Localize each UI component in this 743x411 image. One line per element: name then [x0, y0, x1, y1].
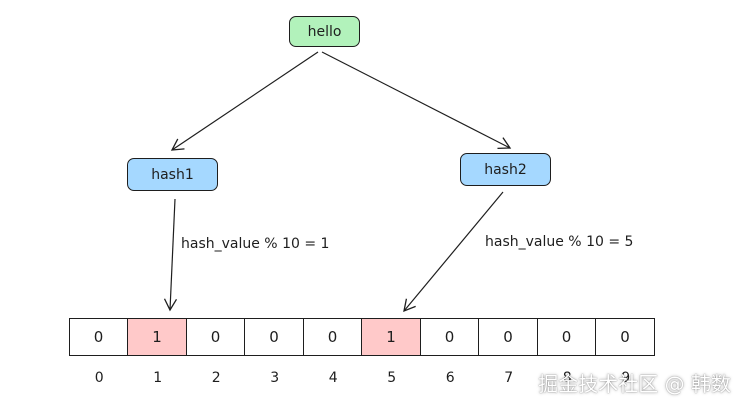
bit-cell-7: 0 — [478, 318, 538, 356]
node-hash2: hash2 — [460, 153, 551, 186]
watermark: 掘金技术社区 @ 韩数 — [538, 372, 731, 396]
arrow-hash1-to-cell1 — [163, 198, 178, 312]
index-label-7: 7 — [504, 370, 514, 386]
arrow-hello-to-hash2 — [321, 51, 512, 149]
bit-cell-6: 0 — [419, 318, 480, 356]
bit-cell-3: 0 — [244, 318, 304, 356]
index-label-5: 5 — [387, 370, 397, 386]
node-hash2-label: hash2 — [484, 161, 527, 178]
bit-cell-1: 1 — [127, 318, 187, 356]
node-hello-label: hello — [307, 23, 342, 40]
bit-cell-9: 0 — [595, 318, 655, 356]
hash1-mod-label: hash_value % 10 = 1 — [181, 236, 330, 252]
bit-cell-8: 0 — [536, 318, 597, 356]
bit-cell-0: 0 — [68, 318, 129, 356]
arrow-hash2-to-cell5 — [403, 191, 504, 313]
node-hello: hello — [289, 16, 360, 47]
index-row: 0 1 2 3 4 5 6 7 8 9 — [70, 370, 655, 386]
node-hash1-label: hash1 — [151, 166, 194, 183]
index-label-9: 9 — [621, 370, 631, 386]
index-label-3: 3 — [270, 370, 280, 386]
bit-array: 0 1 0 0 0 1 0 0 0 0 — [68, 318, 655, 356]
hash2-mod-label: hash_value % 10 = 5 — [485, 234, 634, 250]
bit-cell-2: 0 — [185, 318, 246, 356]
index-label-8: 8 — [562, 370, 572, 386]
index-label-0: 0 — [94, 370, 104, 386]
index-label-6: 6 — [445, 370, 455, 386]
node-hash1: hash1 — [127, 158, 218, 191]
index-label-2: 2 — [211, 370, 221, 386]
bit-cell-5: 1 — [361, 318, 421, 356]
index-label-4: 4 — [328, 370, 338, 386]
bit-cell-4: 0 — [302, 318, 363, 356]
arrow-hello-to-hash1 — [170, 51, 319, 151]
index-label-1: 1 — [153, 370, 163, 386]
